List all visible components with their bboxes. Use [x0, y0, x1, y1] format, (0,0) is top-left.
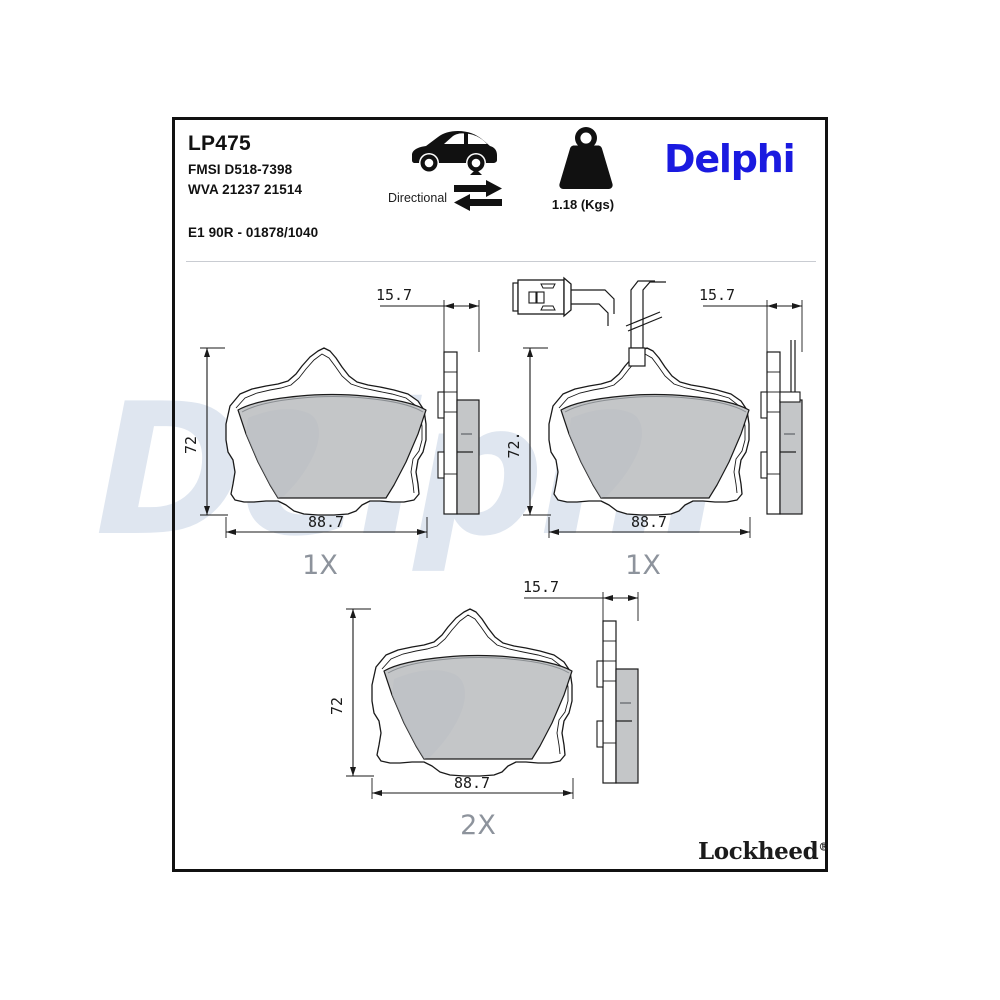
approval-code: E1 90R - 01878/1040 [188, 225, 319, 240]
weight-icon-group: 1.18 (Kgs) [528, 125, 638, 225]
delphi-logo: Delphi [664, 137, 796, 181]
directional-row: Directional [388, 179, 520, 217]
fmsi-code: FMSI D518-7398 [188, 162, 293, 177]
part-number: LP475 [188, 132, 251, 155]
header-divider [186, 261, 816, 262]
datasheet-header: LP475 FMSI D518-7398 WVA 21237 21514 E1 … [176, 121, 824, 259]
directional-arrows-icon [452, 179, 504, 217]
weight-value: 1.18 (Kgs) [551, 197, 615, 212]
car-icon [404, 125, 500, 180]
product-frame [172, 117, 828, 872]
wva-code: WVA 21237 21514 [188, 182, 303, 197]
registered-mark: ® [818, 840, 829, 854]
lockheed-wordmark: Lockheed [698, 838, 819, 865]
fitment-icon-group: Directional [388, 125, 520, 225]
axle-triangle-marker [470, 169, 482, 175]
lockheed-logo: Lockheed® [698, 838, 829, 865]
product-identity-block: LP475 FMSI D518-7398 WVA 21237 21514 [188, 131, 302, 200]
directional-label: Directional [388, 191, 448, 205]
weight-icon [549, 127, 617, 197]
